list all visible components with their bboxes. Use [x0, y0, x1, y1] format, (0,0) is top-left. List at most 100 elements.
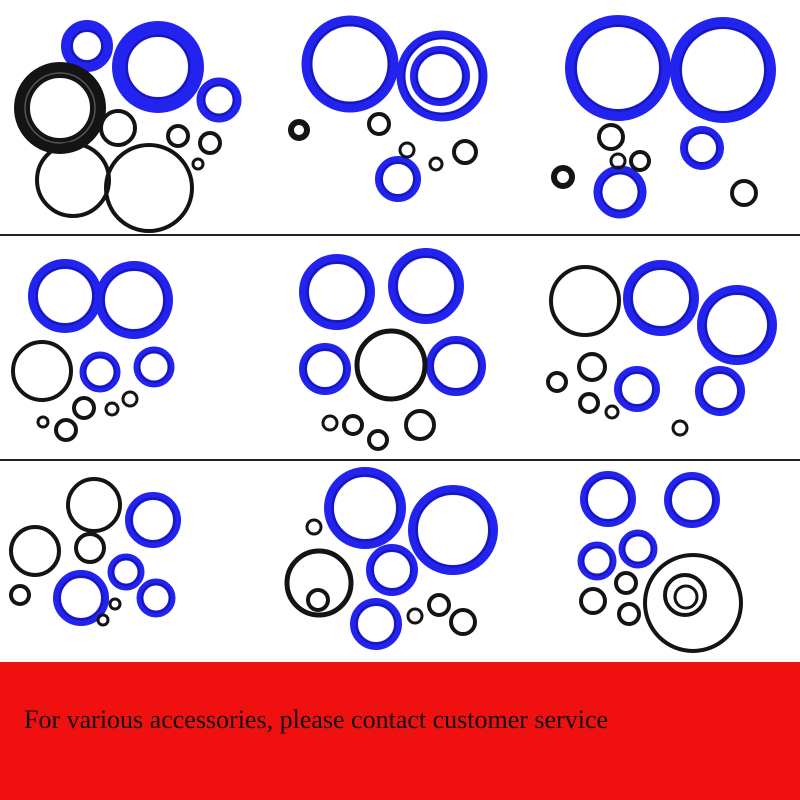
black-o-ring — [342, 414, 364, 436]
black-o-ring — [617, 602, 641, 626]
blue-seal-inner-lip — [679, 26, 767, 114]
blue-seal-ring — [410, 46, 470, 106]
black-o-ring — [36, 415, 50, 429]
blue-seal-ring — [388, 248, 464, 324]
blue-seal-inner-lip — [84, 356, 116, 388]
blue-seal-ring — [53, 570, 109, 626]
black-o-ring — [121, 390, 139, 408]
blue-seal-inner-lip — [371, 549, 413, 591]
blue-seal-ring — [299, 343, 351, 395]
black-o-ring — [549, 265, 621, 337]
black-o-ring — [96, 613, 110, 627]
blue-seal-ring — [61, 20, 113, 72]
contact-banner-text: For various accessories, please contact … — [24, 705, 609, 734]
black-o-ring — [367, 112, 391, 136]
blue-seal-ring — [670, 17, 776, 123]
blue-seal-inner-lip — [669, 477, 715, 523]
oil-seal-groove — [24, 72, 96, 144]
black-o-ring — [398, 141, 416, 159]
blue-seal-ring — [593, 165, 647, 219]
blue-seal-inner-lip — [431, 341, 481, 391]
black-o-ring — [66, 477, 122, 533]
blue-seal-ring — [695, 366, 745, 416]
black-o-ring — [427, 593, 451, 617]
blue-seal-inner-lip — [310, 24, 390, 104]
black-o-ring — [614, 571, 638, 595]
blue-seal-ring — [408, 485, 498, 575]
black-o-ring — [730, 179, 758, 207]
blue-seal-inner-lip — [380, 161, 416, 197]
black-o-ring — [306, 588, 330, 612]
blue-seal-inner-lip — [355, 603, 397, 645]
blue-seal-ring — [623, 260, 699, 336]
black-o-ring — [305, 518, 323, 536]
blue-seal-inner-lip — [623, 534, 653, 564]
black-o-ring — [406, 607, 424, 625]
black-oil-seal — [14, 62, 106, 154]
black-o-ring — [367, 429, 389, 451]
blue-seal-inner-lip — [415, 492, 491, 568]
blue-seal-inner-lip — [203, 84, 235, 116]
black-o-ring — [284, 548, 354, 618]
blue-seal-ring — [28, 259, 102, 333]
black-o-ring — [404, 409, 436, 441]
black-o-ring — [321, 414, 339, 432]
blue-seal-ring — [664, 472, 720, 528]
black-o-ring — [449, 608, 477, 636]
blue-seal-ring — [79, 351, 121, 393]
blue-seal-inner-lip — [704, 292, 770, 358]
blue-seal-ring — [697, 285, 777, 365]
black-o-ring — [577, 352, 607, 382]
black-o-ring — [609, 152, 627, 170]
black-o-ring — [166, 124, 190, 148]
blue-seal-ring — [95, 261, 173, 339]
blue-seal-ring — [366, 544, 418, 596]
black-o-ring — [452, 139, 478, 165]
blue-seal-inner-lip — [102, 268, 166, 332]
black-o-ring — [597, 123, 625, 151]
black-o-ring — [9, 525, 61, 577]
black-o-ring — [671, 419, 689, 437]
black-o-ring — [11, 340, 73, 402]
black-o-ring — [663, 573, 707, 617]
black-o-ring — [673, 584, 699, 610]
blue-seal-inner-lip — [630, 267, 692, 329]
blue-seal-inner-lip — [35, 266, 95, 326]
black-o-ring — [108, 597, 122, 611]
blue-seal-inner-lip — [582, 546, 612, 576]
black-o-ring — [191, 157, 205, 171]
black-o-ring — [54, 418, 78, 442]
blue-seal-ring — [324, 467, 406, 549]
blue-seal-inner-lip — [600, 172, 640, 212]
blue-seal-ring — [112, 21, 204, 113]
blue-seal-inner-lip — [304, 348, 346, 390]
blue-seal-ring — [580, 471, 636, 527]
black-o-ring — [428, 156, 444, 172]
blue-seal-inner-lip — [112, 558, 140, 586]
black-o-ring — [99, 109, 137, 147]
blue-seal-inner-lip — [306, 261, 368, 323]
black-o-ring — [546, 371, 568, 393]
blue-seal-ring — [396, 30, 488, 122]
blue-seal-ring — [577, 541, 617, 581]
blue-seal-ring — [618, 529, 658, 569]
black-o-ring — [629, 150, 651, 172]
black-o-ring — [198, 131, 222, 155]
contact-banner — [0, 662, 800, 800]
blue-seal-inner-lip — [130, 497, 176, 543]
black-o-ring — [551, 165, 575, 189]
blue-seal-ring — [680, 126, 724, 170]
black-o-ring — [288, 119, 310, 141]
blue-seal-ring — [125, 492, 181, 548]
blue-seal-inner-lip — [125, 34, 191, 100]
black-o-ring — [643, 553, 743, 653]
blue-seal-ring — [375, 156, 421, 202]
blue-seal-inner-lip — [619, 371, 655, 407]
black-o-ring — [579, 587, 607, 615]
blue-seal-inner-lip — [70, 29, 104, 63]
blue-seal-ring — [565, 15, 671, 121]
black-o-ring — [578, 392, 600, 414]
black-o-ring — [354, 328, 428, 402]
blue-seal-ring — [299, 254, 375, 330]
